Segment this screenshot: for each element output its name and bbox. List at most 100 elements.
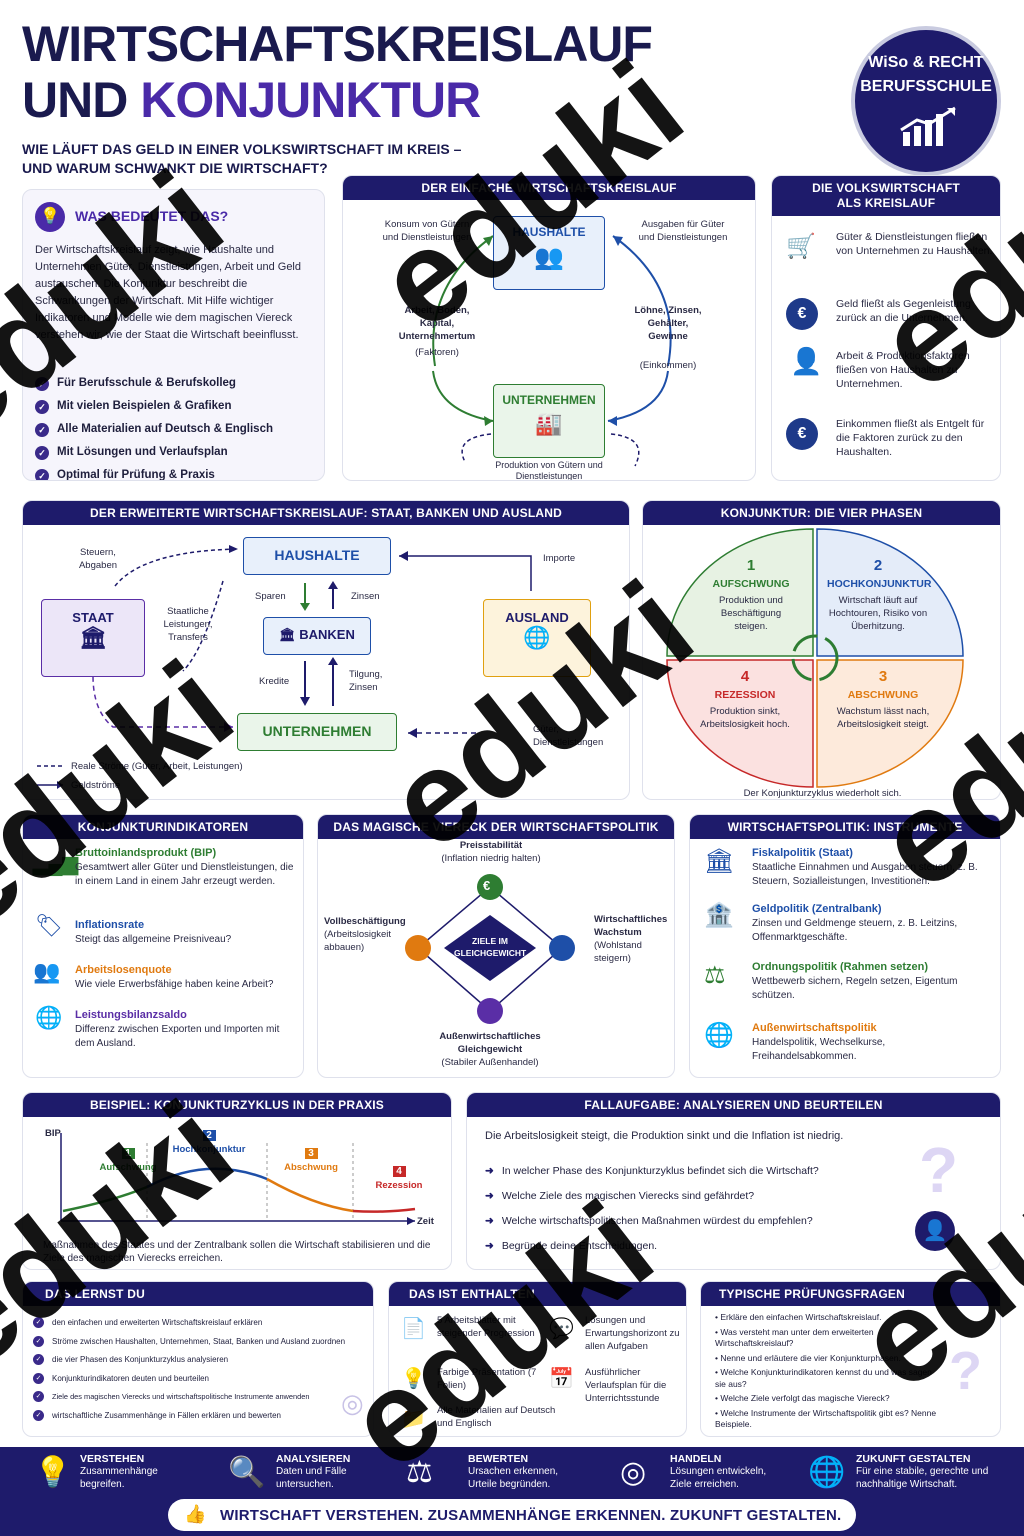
legend-real: Reale Ströme (Güter, Arbeit, Leistungen) (71, 761, 243, 772)
footer-title: VERSTEHEN (80, 1453, 145, 1465)
instrument-text: Handelspolitik, Wechselkurse, Freihandel… (752, 1037, 886, 1062)
magnifier-icon: 🔍 (228, 1456, 266, 1489)
indicator-text: Steigt das allgemeine Preisniveau? (75, 934, 232, 945)
exam-heading: TYPISCHE PRÜFUNGSFRAGEN (701, 1282, 1000, 1306)
kreislauf-text: Arbeit & Produktionsfaktoren fließen von… (836, 350, 970, 390)
example-text: Maßnahmen des Staates und der Zentralban… (43, 1240, 431, 1264)
phase-num: 3 (878, 668, 888, 685)
x-axis-label: Zeit (417, 1216, 434, 1227)
cycle-arrows (432, 235, 672, 467)
goal-title: Preisstabilität (459, 840, 523, 851)
cart-icon: 🛒 (786, 233, 816, 260)
node-haushalte: HAUSHALTE 👥 (493, 216, 605, 290)
exam-item: • Erkläre den einfachen Wirtschaftskreis… (715, 1312, 882, 1322)
badge-text-1: WiSo & RECHT (868, 54, 984, 71)
indicator-title: Arbeitslosenquote (75, 964, 172, 976)
footer-text: Daten und Fälle untersuchen. (276, 1466, 347, 1490)
school-badge: WiSo & RECHT BERUFSSCHULE (851, 26, 1001, 176)
goal-title: Vollbeschäftigung (324, 916, 406, 927)
indicator-item: Leistungsbilanzsaldo Differenz zwischen … (75, 1009, 299, 1051)
question-mark-icon: ? (919, 1134, 959, 1206)
instrument-title: Fiskalpolitik (Staat) (752, 847, 853, 859)
content-text: Alle Materialien auf Deutsch und Englisc… (437, 1405, 556, 1429)
label-faktoren: Arbeit, Boden, Kapital, Unternehmertum (398, 305, 476, 342)
person-icon: 👤 (915, 1211, 955, 1251)
label-gueter: Güter, Dienstleistungen (533, 724, 604, 748)
check-icon: ✓ (33, 1391, 44, 1403)
check-icon: ✓ (35, 468, 49, 480)
node-label: UNTERNEHMEN (502, 393, 596, 407)
learn-text: wirtschaftliche Zusammenhänge in Fällen … (52, 1410, 282, 1420)
content-text: Ausführlicher Verlaufsplan für die Unter… (585, 1367, 667, 1404)
phase-aufschwung: 1 AUFSCHWUNG Produktion und Beschäftigun… (703, 557, 799, 633)
bank-icon: 🏦 (704, 902, 734, 929)
indicator-title: Inflationsrate (75, 919, 145, 931)
case-heading: FALLAUFGABE: ANALYSIEREN UND BEURTEILEN (467, 1093, 1000, 1117)
learn-item: ✓die vier Phasen des Konjunkturzyklus an… (33, 1351, 373, 1370)
question-text: Welche Ziele des magischen Vierecks sind… (501, 1190, 755, 1202)
label-einkommen-sub: (Einkommen) (639, 360, 697, 371)
government-icon: 🏛 (704, 848, 735, 875)
slogan-text: WIRTSCHAFT VERSTEHEN. ZUSAMMENHÄNGE ERKE… (220, 1507, 842, 1524)
footer-title: HANDELN (670, 1453, 722, 1465)
exam-item: • Welche Konjunkturindikatoren kennst du… (715, 1367, 932, 1389)
slogan-banner: 👍 WIRTSCHAFT VERSTEHEN. ZUSAMMENHÄNGE ER… (168, 1499, 856, 1531)
intro-checklist: ✓Für Berufsschule & Berufskolleg ✓ Mit vi… (35, 374, 273, 481)
check-icon: ✓ (33, 1372, 44, 1384)
subtitle-line2: UND WARUM SCHWANKT DIE WIRTSCHAFT? (22, 160, 328, 176)
footer-text: Ursachen erkennen, Urteile begründen. (468, 1466, 559, 1490)
goal-sub: (Stabiler Außenhandel) (441, 1057, 539, 1068)
goal-sub: (Inflation niedrig halten) (441, 853, 541, 864)
question-mark-icon: ? (949, 1341, 982, 1401)
exam-card: TYPISCHE PRÜFUNGSFRAGEN • Erkläre den ei… (700, 1281, 1001, 1437)
check-text: Mit Lösungen und Verlaufsplan (57, 446, 228, 458)
instrument-title: Geldpolitik (Zentralbank) (752, 903, 882, 915)
extended-arrows (37, 545, 532, 789)
lightbulb-icon: 💡 (34, 1456, 72, 1489)
check-text: Mit vielen Beispielen & Grafiken (57, 400, 232, 412)
euro-icon: € (786, 298, 818, 330)
kreislauf-text: Güter & Dienstleistungen fließen von Unt… (836, 231, 993, 257)
bank-icon: 🏛 (279, 627, 296, 642)
globe-icon: 🌐 (35, 1005, 63, 1030)
case-question: ➜ Begründe deine Entscheidungen. (485, 1234, 885, 1259)
case-question: ➜In welcher Phase des Konjunkturzyklus b… (485, 1159, 885, 1184)
check-text: Optimal für Prüfung & Praxis (57, 469, 215, 481)
kreislauf-text: Geld fließt als Gegenleistung zurück an … (836, 298, 971, 324)
node-staat: STAAT 🏛 (41, 599, 145, 677)
legend-geld: Geldströme (71, 780, 121, 791)
case-card: FALLAUFGABE: ANALYSIEREN UND BEURTEILEN … (466, 1092, 1001, 1270)
people-icon: 👥 (33, 959, 61, 984)
badge-text-2: BERUFSSCHULE (860, 78, 992, 95)
globe-icon: 🌐 (808, 1456, 846, 1489)
phases-footer: Der Konjunkturzyklus wiederholt sich. (743, 788, 902, 799)
y-axis-label: BIP (45, 1128, 61, 1139)
indicator-title: Bruttoinlandsprodukt (BIP) (75, 847, 217, 859)
arrow-icon: ➜ (485, 1240, 494, 1252)
footer-text: Zusammenhänge begreifen. (80, 1466, 158, 1490)
bar-chart-icon: ▂▄▆ (33, 853, 78, 875)
content-text: 5 Arbeitsblätter mit steigender Progress… (437, 1315, 535, 1339)
phase-name: Abschwung (284, 1162, 338, 1173)
check-item: ✓Mit Lösungen und Verlaufsplan (35, 443, 273, 462)
check-item: ✓ Optimal für Prüfung & Praxis (35, 466, 273, 481)
phase-name: AUFSCHWUNG (712, 578, 790, 590)
instrument-item: Fiskalpolitik (Staat) Staatliche Einnahm… (752, 847, 992, 889)
question-text: Begründe deine Entscheidungen. (501, 1240, 658, 1252)
label-einkommen: Löhne, Zinsen, Gehälter, Gewinne (634, 305, 702, 342)
check-item: ✓Für Berufsschule & Berufskolleg (35, 374, 273, 393)
extended-cycle-card: DER ERWEITERTE WIRTSCHAFTSKREISLAUF: STA… (22, 500, 630, 800)
kreislauf-card: DIE VOLKSWIRTSCHAFT ALS KREISLAUF 🛒 Güte… (771, 175, 1001, 481)
goal-sub: (Wohlstand steigern) (594, 940, 642, 964)
content-text: Lösungen und Erwartungshorizont zu allen… (585, 1315, 680, 1352)
learn-text: Ströme zwischen Haushalten, Unternehmen,… (52, 1336, 346, 1346)
curve-phase: 3 Abschwung (279, 1143, 343, 1174)
exam-text: Welche Ziele verfolgt das magische Viere… (720, 1393, 890, 1403)
label-ausgaben: Ausgaben für Güter und Dienstleistungen (638, 219, 728, 243)
folder-icon: 📁 (401, 1408, 426, 1430)
learn-item: ✓den einfachen und erweiterten Wirtschaf… (33, 1314, 373, 1333)
subtitle-line1: WIE LÄUFT DAS GELD IN EINER VOLKSWIRTSCH… (22, 141, 462, 157)
node-label: BANKEN (299, 627, 355, 642)
phase-text: Wachstum lässt nach, Arbeitslosigkeit st… (836, 706, 930, 730)
exam-text: Erkläre den einfachen Wirtschaftskreisla… (720, 1312, 882, 1322)
